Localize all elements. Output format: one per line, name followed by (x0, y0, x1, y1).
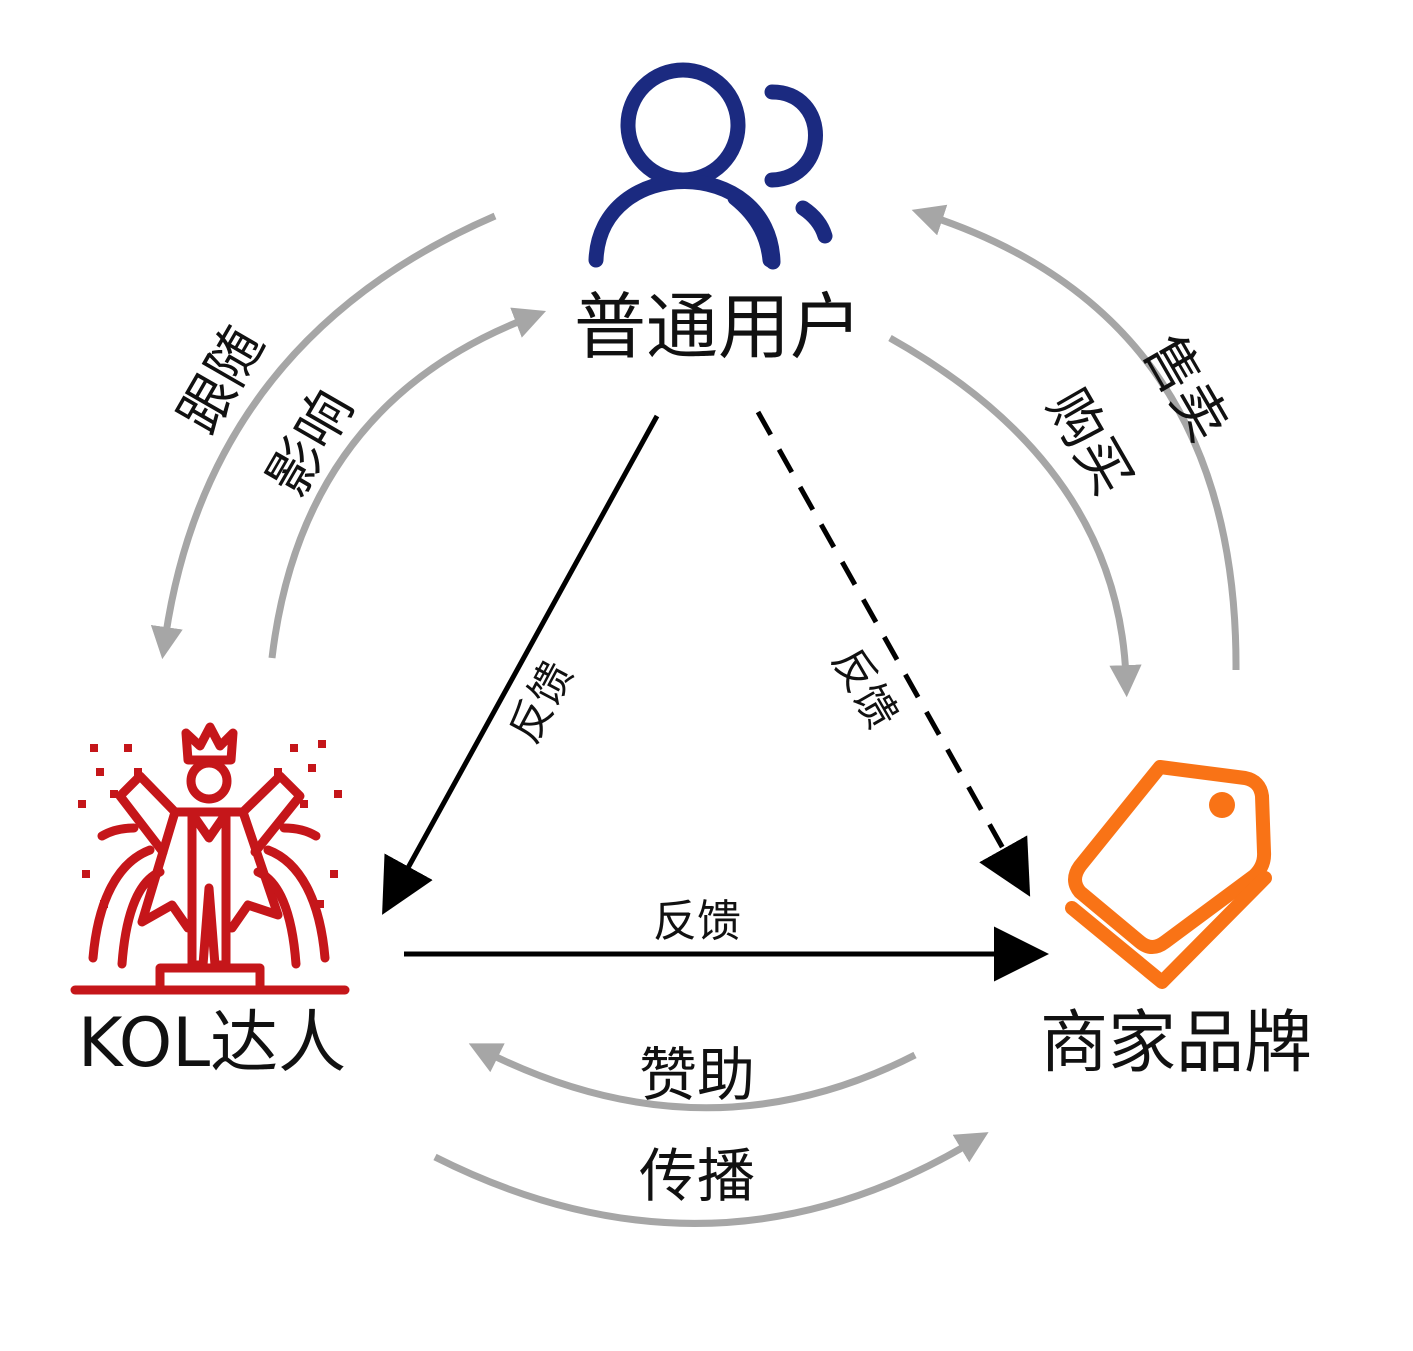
label-feedback-kol-merchant: 反馈 (653, 896, 741, 947)
price-tag-icon (1065, 760, 1272, 989)
arrow-buy (888, 334, 1142, 698)
arrow-sponsor (468, 1043, 917, 1112)
price-tag-hole (1209, 792, 1235, 818)
label-follow: 跟随 (166, 316, 276, 443)
label-buy: 购买 (1035, 378, 1145, 505)
arrow-follow (150, 212, 497, 660)
label-influence: 影响 (255, 379, 365, 506)
arrow-feedback-user-kol (382, 414, 660, 915)
users-icon (588, 62, 833, 270)
kol-label: KOL达人 (78, 1004, 346, 1083)
label-feedback-user-kol: 反馈 (500, 653, 583, 750)
label-spread: 传播 (639, 1142, 755, 1210)
arrow-spread (433, 1132, 989, 1227)
merchant-label: 商家品牌 (1040, 1004, 1312, 1083)
arrow-influence (268, 307, 547, 659)
arrow-sell (911, 204, 1240, 671)
arrow-feedback-user-merchant (755, 410, 1031, 897)
kol-crown-icon (70, 722, 350, 995)
user-label: 普通用户 (574, 285, 862, 369)
label-sponsor: 赞助 (639, 1041, 755, 1109)
label-sell: 售卖 (1131, 324, 1241, 451)
